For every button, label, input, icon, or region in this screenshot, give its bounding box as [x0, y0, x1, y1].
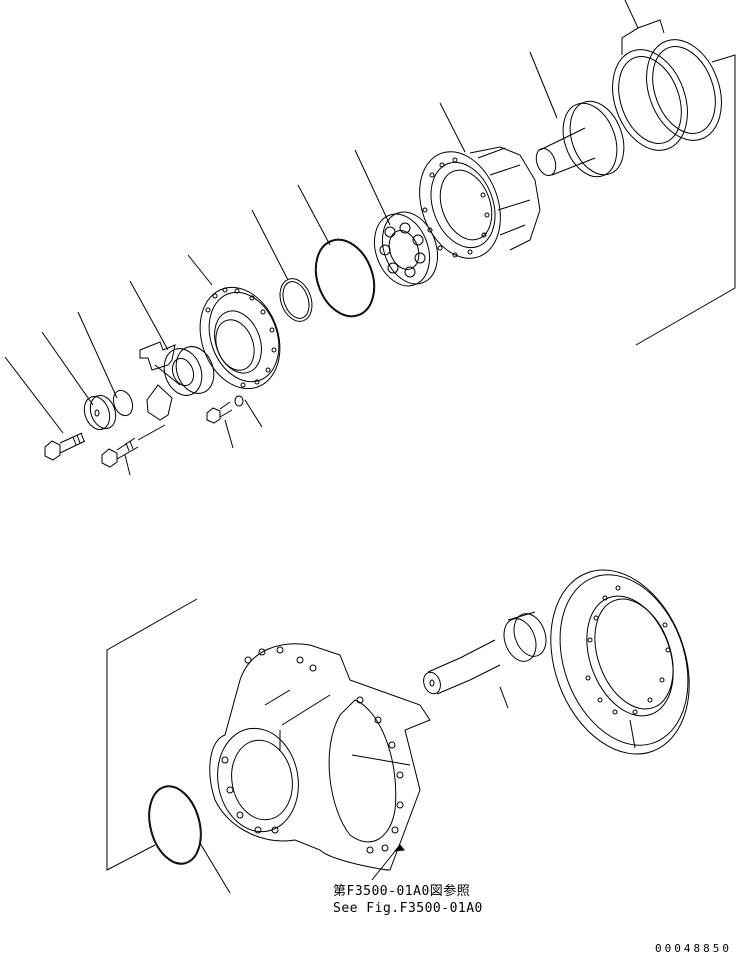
cage-cover [187, 276, 294, 400]
washer-plate [80, 392, 120, 433]
o-ring-large [305, 231, 385, 325]
bearing-rear-collar [533, 94, 634, 185]
figure-number: 00048850 [655, 942, 732, 955]
drive-pinion [421, 609, 552, 696]
ring-gear [526, 550, 713, 773]
bolt-1 [45, 433, 85, 460]
reference-note: 第F3500-01A0図参照 See Fig.F3500-01A0 [333, 883, 483, 917]
coupling-yoke [140, 341, 220, 420]
o-ring-small [110, 388, 136, 419]
washer-small [235, 396, 243, 406]
o-ring-housing [140, 780, 209, 870]
bolt-3 [207, 402, 232, 423]
shim-pair [599, 29, 734, 161]
bearing-front [365, 204, 447, 293]
reference-note-en: See Fig.F3500-01A0 [333, 901, 483, 916]
reference-note-jp: 第F3500-01A0図参照 [333, 884, 471, 899]
bearing-cage [405, 140, 540, 269]
differential-carrier-housing [210, 644, 430, 870]
leader-lines-upper [5, 0, 735, 475]
leader-lines-lower [107, 599, 635, 893]
bolt-2 [102, 425, 165, 467]
snap-ring [274, 274, 317, 326]
